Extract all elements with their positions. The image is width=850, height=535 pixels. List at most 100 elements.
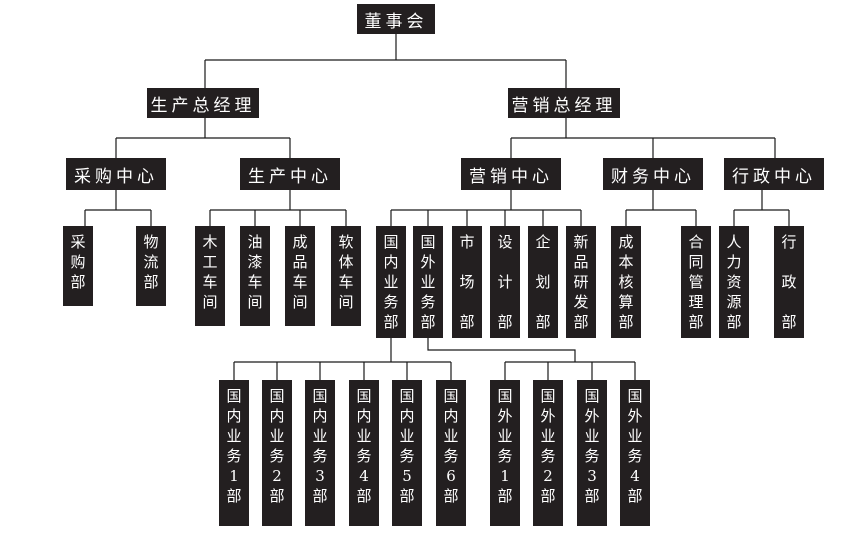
node-purchase-center: 采购中心 xyxy=(66,158,166,190)
label-char: 业 xyxy=(497,427,513,445)
node-board: 董事会 xyxy=(357,4,435,34)
label-char: 部 xyxy=(420,313,436,331)
label-char: 务 xyxy=(226,447,242,465)
label-char: 3 xyxy=(315,467,325,485)
label-char: 部 xyxy=(584,487,600,505)
label-char: 本 xyxy=(618,253,634,271)
node-contract-management-dept: 合同管理部 xyxy=(681,226,711,338)
label-char: 部 xyxy=(573,313,589,331)
label-char: 成 xyxy=(618,233,634,251)
node-finished-goods-workshop: 成品车间 xyxy=(285,226,315,326)
label-char: 研 xyxy=(573,273,589,291)
label-char: 业 xyxy=(269,427,285,445)
label-char: 务 xyxy=(443,447,459,465)
label-char: 业 xyxy=(356,427,372,445)
label-char: 内 xyxy=(269,407,285,425)
connector-line-6 xyxy=(625,190,697,226)
label-char: 务 xyxy=(584,447,600,465)
label-char: 4 xyxy=(359,467,369,485)
label-char: 同 xyxy=(688,253,704,271)
label-char: 外 xyxy=(497,407,513,425)
node-upholstery-workshop: 软体车间 xyxy=(331,226,361,326)
node-production-center: 生产中心 xyxy=(240,158,340,190)
label-char: 务 xyxy=(627,447,643,465)
connector-line-0 xyxy=(204,34,567,88)
label-char: 体 xyxy=(338,253,354,271)
label-char: 政 xyxy=(781,273,797,291)
label-char: 部 xyxy=(540,487,556,505)
label-char: 业 xyxy=(627,427,643,445)
node-production-gm: 生产总经理 xyxy=(147,88,259,118)
label-char: 车 xyxy=(338,273,354,291)
label-char: 软 xyxy=(338,233,354,251)
label-char: 务 xyxy=(356,447,372,465)
label-char: 国 xyxy=(497,387,513,405)
label-char: 国 xyxy=(584,387,600,405)
label-char: 国 xyxy=(226,387,242,405)
label-char: 场 xyxy=(459,273,475,291)
label-char: 理 xyxy=(688,293,704,311)
node-design-dept: 设计部 xyxy=(490,226,520,338)
node-administration-dept: 行政部 xyxy=(774,226,804,338)
label-char: 部 xyxy=(497,487,513,505)
label-char: 务 xyxy=(420,293,436,311)
node-new-product-rd-dept: 新品研发部 xyxy=(566,226,596,338)
label-char: 务 xyxy=(312,447,328,465)
label-char: 国 xyxy=(383,233,399,251)
label-char: 1 xyxy=(229,467,239,485)
node-domestic-business-dept: 国内业务部 xyxy=(376,226,406,338)
label-char: 业 xyxy=(443,427,459,445)
label-char: 部 xyxy=(312,487,328,505)
label-char: 品 xyxy=(292,253,308,271)
label-char: 国 xyxy=(627,387,643,405)
label-char: 新 xyxy=(573,233,589,251)
label-char: 资 xyxy=(726,273,742,291)
label-char: 算 xyxy=(618,293,634,311)
label-char: 内 xyxy=(226,407,242,425)
label-char: 务 xyxy=(540,447,556,465)
label-char: 部 xyxy=(726,313,742,331)
label-char: 间 xyxy=(338,293,354,311)
connector-line-4 xyxy=(209,190,347,226)
label-char: 国 xyxy=(312,387,328,405)
label-char: 采 xyxy=(70,233,86,251)
label-char: 部 xyxy=(443,487,459,505)
node-cost-accounting-dept: 成本核算部 xyxy=(611,226,641,338)
label-char: 部 xyxy=(627,487,643,505)
label-char: 业 xyxy=(399,427,415,445)
label-char: 外 xyxy=(627,407,643,425)
label-char: 力 xyxy=(726,253,742,271)
label-char: 务 xyxy=(383,293,399,311)
label-char: 部 xyxy=(356,487,372,505)
label-char: 国 xyxy=(420,233,436,251)
label-char: 发 xyxy=(573,293,589,311)
label-char: 设 xyxy=(497,233,513,251)
label-char: 工 xyxy=(202,253,218,271)
label-char: 1 xyxy=(500,467,510,485)
label-char: 业 xyxy=(312,427,328,445)
node-market-dept: 市场部 xyxy=(452,226,482,338)
node-sales-gm: 营销总经理 xyxy=(508,88,620,118)
label-char: 部 xyxy=(70,273,86,291)
label-char: 成 xyxy=(292,233,308,251)
label-char: 内 xyxy=(356,407,372,425)
label-char: 管 xyxy=(688,273,704,291)
label-char: 内 xyxy=(312,407,328,425)
connector-line-8 xyxy=(233,338,452,380)
label-char: 间 xyxy=(202,293,218,311)
label-char: 人 xyxy=(726,233,742,251)
node-human-resources-dept: 人力资源部 xyxy=(719,226,749,338)
label-char: 外 xyxy=(420,253,436,271)
label-char: 外 xyxy=(584,407,600,425)
label-char: 2 xyxy=(543,467,553,485)
label-char: 部 xyxy=(497,313,513,331)
connector-line-3 xyxy=(84,190,152,226)
label-char: 务 xyxy=(269,447,285,465)
label-char: 3 xyxy=(587,467,597,485)
label-char: 业 xyxy=(420,273,436,291)
